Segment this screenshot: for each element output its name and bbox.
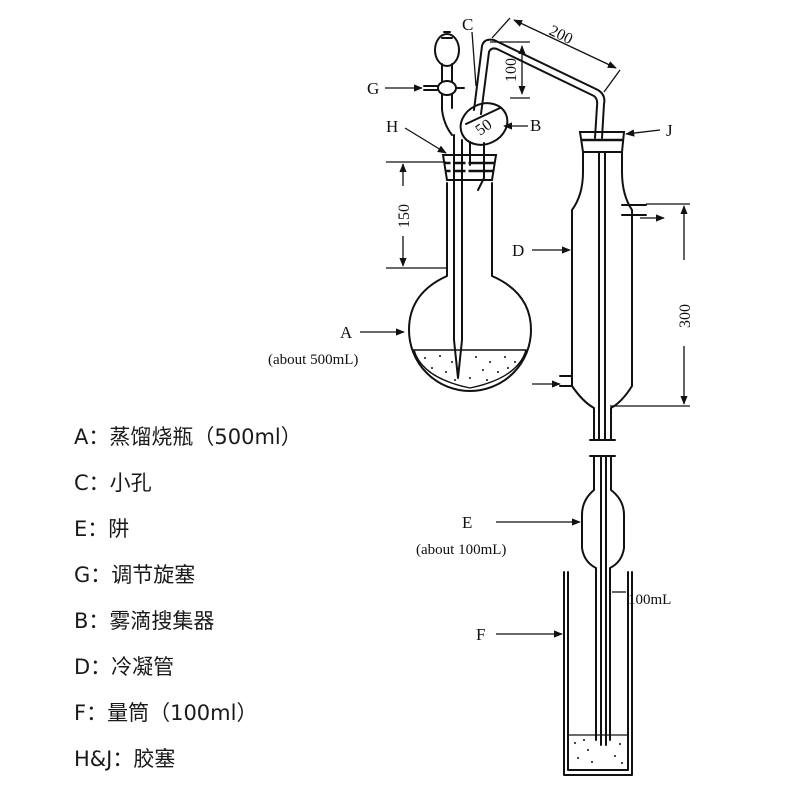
dim-50-text: 50 [473,116,496,139]
legend-item-c: C：小孔 [74,471,152,495]
component-legend: A：蒸馏烧瓶（500ml） C：小孔 E：阱 G：调节旋塞 B：雾滴搜集器 D：… [74,414,434,782]
arrow-j [625,129,661,137]
label-b: B [530,116,541,135]
legend-item-a: A：蒸馏烧瓶（500ml） [74,425,302,449]
graduated-cylinder-f [563,571,633,776]
small-hole-c-pointer [471,31,477,87]
legend-item-b: B：雾滴搜集器 [74,609,215,633]
distillation-flask-a [408,182,532,392]
dim-200-text: 200 [546,22,575,48]
dim-100-text: 100 [503,58,520,82]
legend-item-f: F：量筒（100ml） [74,701,258,725]
feed-tube-into-flask [453,134,463,379]
legend-item-e: E：阱 [74,517,130,541]
dim-300-text: 300 [677,304,694,328]
legend-item-g: G：调节旋塞 [74,563,196,587]
dimension-100 [490,41,530,99]
label-f: F [476,625,485,644]
label-e-note: (about 100mL) [416,542,506,558]
dimension-200 [491,17,621,93]
arrow-h [404,127,447,154]
label-h: H [386,117,398,136]
regulating-stopcock-g [423,31,465,136]
label-c: C [462,15,473,34]
label-e: E [462,513,472,532]
dimension-300 [610,203,690,407]
legend-item-hj: H&J：胶塞 [74,747,176,771]
condenser-d [559,151,647,441]
dimension-150 [386,161,446,269]
dim-150-text: 150 [396,204,413,228]
pointer-arrows [360,84,665,638]
label-a-note: (about 500mL) [268,352,358,368]
label-d: D [512,241,524,260]
label-a: A [340,323,353,342]
legend-item-d: D：冷凝管 [74,655,175,679]
label-g: G [367,79,379,98]
spray-trap-b [459,102,509,191]
label-f-capacity: 100mL [628,592,671,608]
flask-liquid [413,349,527,389]
flask-liquid-stipple [424,355,516,381]
label-j: J [666,121,673,140]
trap-e [581,439,625,746]
